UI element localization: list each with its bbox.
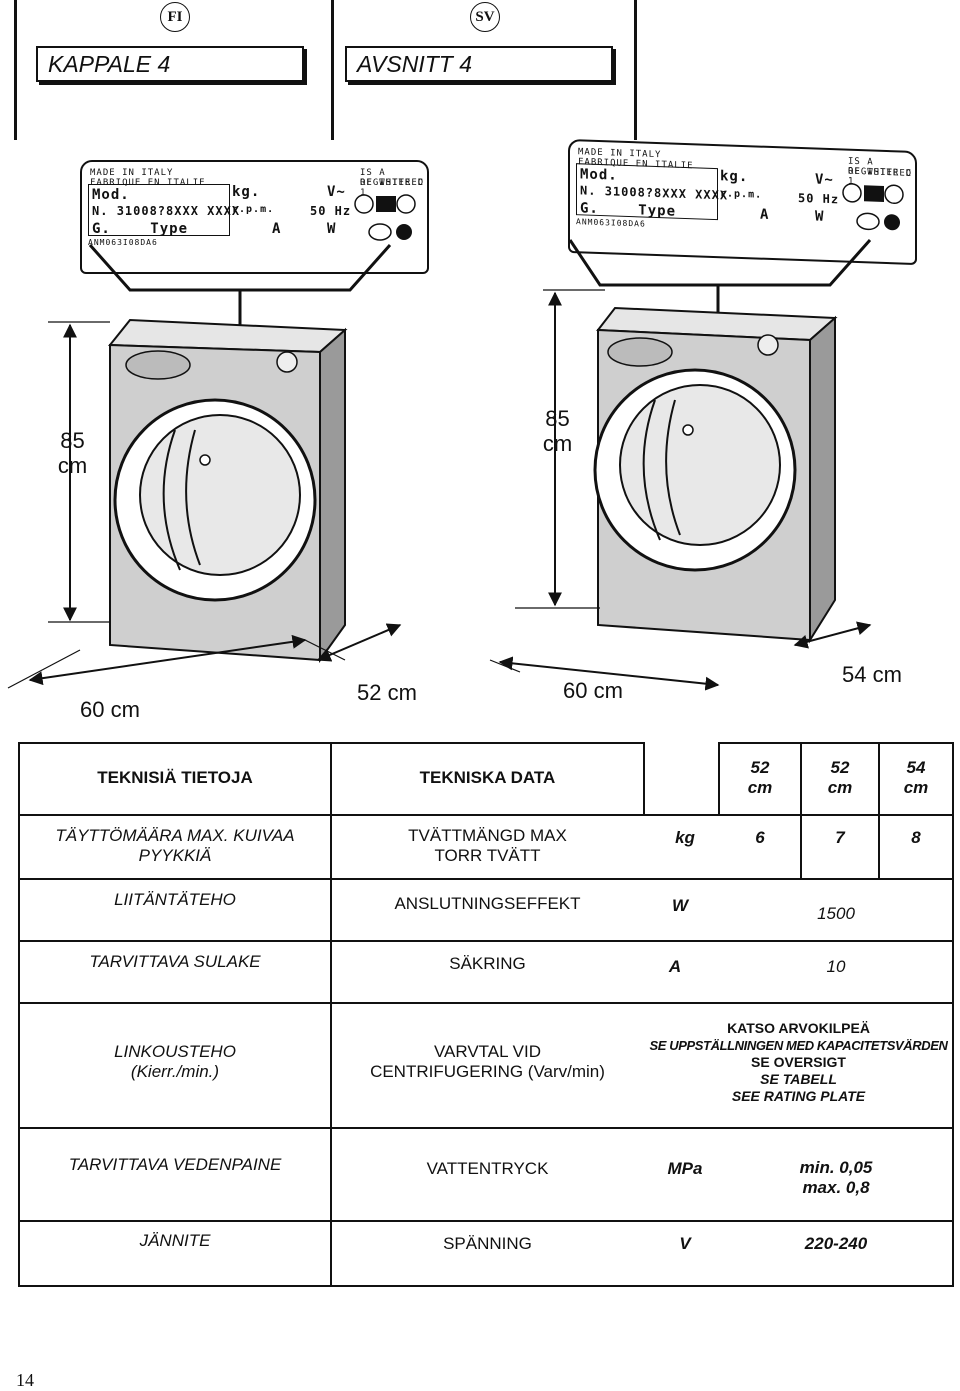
section-title-fi: KAPPALE 4	[36, 46, 304, 82]
rating-plate-right: MADE IN ITALY FABRIQUE EN ITALIE IS A RE…	[568, 138, 917, 266]
margin-rule-center	[331, 0, 334, 140]
row-power-fi: LIITÄNTÄTEHO	[114, 890, 236, 909]
row-power-value: 1500	[817, 904, 855, 923]
washing-machine-illustration	[7, 239, 872, 691]
height-dimension-left: 85 cm	[57, 428, 88, 478]
page-number: 14	[16, 1370, 34, 1390]
kg-field: kg.	[232, 184, 261, 200]
row-voltage-value: 220-240	[804, 1234, 868, 1253]
serial-field: N. 31008?8XXX XXXX	[92, 204, 241, 218]
label-code: ANM063I08DA6	[88, 238, 158, 247]
row-load-sv: TVÄTTMÄNGD MAX TORR TVÄTT	[408, 826, 567, 865]
made-in-text: MADE IN ITALY	[90, 168, 174, 178]
model-field-box	[88, 184, 230, 236]
fabrique-text: FABRIQUE EN ITALIE	[90, 178, 206, 188]
row-fuse-sv: SÄKRING	[449, 954, 526, 973]
mod-field: Mod.	[92, 187, 130, 203]
row-pressure-fi: TARVITTAVA VEDENPAINE	[68, 1155, 282, 1174]
rpm-field: r.p.m.	[232, 204, 275, 215]
row-power-unit: W	[671, 896, 689, 915]
row-fuse-fi: TARVITTAVA SULAKE	[89, 952, 261, 971]
height-dimension-right: 85 cm	[542, 406, 573, 456]
model-52-b: 52 cm	[827, 758, 853, 797]
section-title-sv: AVSNITT 4	[345, 46, 613, 82]
row-power-sv: ANSLUTNINGSEFFEKT	[394, 894, 581, 913]
trademark-text: OF WHITE C 1	[360, 178, 425, 198]
row-spin-sv: VARVTAL VID CENTRIFUGERING (Varv/min)	[370, 1042, 605, 1081]
margin-rule-right	[634, 0, 637, 140]
language-badge-fi: FI	[160, 2, 190, 32]
row-voltage-unit: V	[679, 1234, 691, 1253]
width-dimension-left: 60 cm	[80, 697, 140, 722]
row-spin-fi: LINKOUSTEHO (Kierr./min.)	[114, 1042, 236, 1081]
table-header-sv: TEKNISKA DATA	[419, 768, 556, 787]
certification-marks-icon	[842, 183, 904, 231]
depth-dimension-right: 54 cm	[842, 662, 902, 687]
row-spin-note: KATSO ARVOKILPEÄ SE UPPSTÄLLNINGEN MED K…	[649, 1020, 948, 1104]
row-voltage-fi: JÄNNITE	[139, 1231, 211, 1250]
language-badge-sv: SV	[470, 2, 500, 32]
row-voltage-sv: SPÄNNING	[443, 1234, 532, 1253]
row-fuse-unit: A	[668, 957, 682, 976]
certification-marks-icon	[354, 194, 416, 241]
rating-plate-left: MADE IN ITALY FABRIQUE EN ITALIE IS A RE…	[80, 160, 429, 274]
row-pressure-value: min. 0,05 max. 0,8	[799, 1158, 873, 1197]
row-pressure-sv: VATTENTRYCK	[426, 1159, 549, 1178]
type-field: G. Type	[92, 221, 189, 237]
width-dimension-right: 60 cm	[563, 678, 623, 703]
row-load-unit: kg	[675, 828, 695, 847]
row-load-value-2: 7	[835, 828, 845, 847]
washing-machine-left	[107, 318, 348, 664]
registered-text: IS A REGISTERED	[360, 168, 425, 188]
row-load-fi: TÄYTTÖMÄÄRA MAX. KUIVAA PYYKKIÄ	[55, 826, 295, 865]
row-pressure-unit: MPa	[667, 1159, 703, 1178]
washing-machine-right	[593, 306, 838, 644]
volt-field: V~	[327, 184, 346, 200]
amp-field: A	[272, 221, 282, 237]
margin-rule-left	[14, 0, 17, 140]
hz-field: 50 Hz	[310, 204, 352, 218]
model-54: 54 cm	[903, 758, 929, 797]
depth-dimension-left: 52 cm	[357, 680, 417, 705]
row-fuse-value: 10	[826, 957, 846, 976]
row-load-value-3: 8	[911, 828, 921, 847]
model-52-a: 52 cm	[747, 758, 773, 797]
table-header-fi: TEKNISIÄ TIETOJA	[97, 768, 253, 787]
watt-field: W	[327, 221, 337, 237]
row-load-value-1: 6	[755, 828, 765, 847]
